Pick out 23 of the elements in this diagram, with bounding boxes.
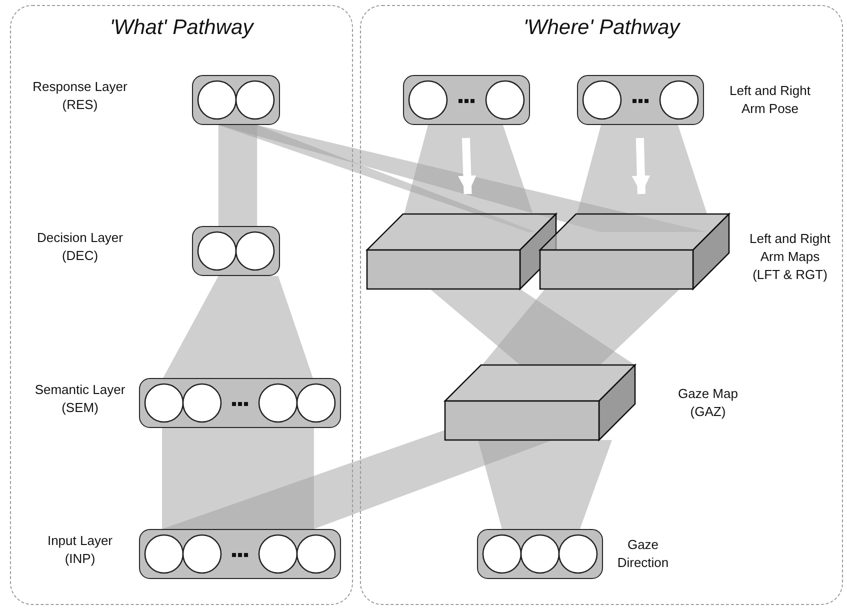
projection-band: [162, 430, 553, 529]
projection-band: [482, 289, 680, 365]
layer-label: Input Layer (INP): [46, 532, 114, 568]
layer-label: Gaze Map (GAZ): [677, 385, 739, 421]
map-block: [445, 365, 635, 440]
projection-arrow: [577, 125, 708, 214]
panel-title: 'What' Pathway: [108, 16, 256, 40]
layer-label: Gaze Direction: [616, 536, 670, 572]
map-block: [367, 214, 556, 289]
projection-arrow: [404, 125, 533, 214]
projection-band: [163, 276, 313, 378]
pathway-panel: [360, 5, 843, 605]
layer-label: Decision Layer (DEC): [36, 229, 124, 265]
panel-title: 'Where' Pathway: [522, 16, 682, 40]
projection-band: [218, 125, 258, 226]
layer-label: Semantic Layer (SEM): [34, 381, 126, 417]
projection-band: [162, 428, 314, 529]
layer-label: Response Layer (RES): [32, 78, 128, 114]
layer-label: Left and Right Arm Pose: [728, 82, 812, 118]
layer-label: Left and Right Arm Maps (LFT & RGT): [749, 230, 831, 284]
map-block: [540, 214, 729, 289]
projection-band: [430, 289, 635, 365]
pathway-panel: [10, 5, 353, 605]
